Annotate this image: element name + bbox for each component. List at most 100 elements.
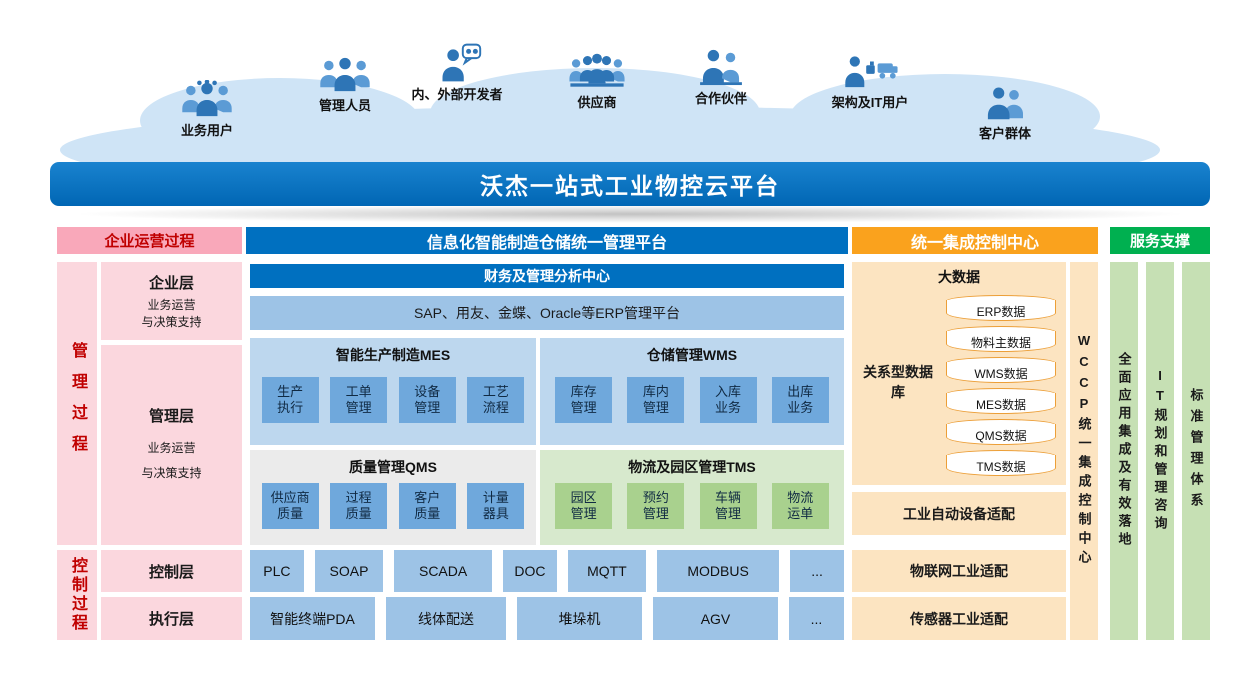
wms-title: 仓储管理WMS (646, 347, 738, 363)
qms-title: 质量管理QMS (349, 459, 437, 475)
db-cylinder: WMS数据 (946, 357, 1056, 383)
qms-section: 质量管理QMS 供应商 质量 过程 质量 客户 质量 计量 器具 (250, 450, 536, 545)
user-group-customers: 客户群体 (940, 85, 1070, 142)
tms-section: 物流及园区管理TMS 园区 管理 预约 管理 车辆 管理 物流 运单 (540, 450, 844, 545)
execution-item: 堆垛机 (517, 597, 642, 640)
mes-section: 智能生产制造MES 生产 执行 工单 管理 设备 管理 工艺 流程 (250, 338, 536, 445)
wms-box: 出库 业务 (771, 377, 829, 423)
db-label: 物料主数据 (970, 336, 1031, 350)
layer-enterprise-desc: 业务运营 与决策支持 (141, 297, 202, 329)
partners-icon (700, 49, 742, 86)
header-integration-center: 统一集成控制中心 (852, 227, 1098, 254)
managers-icon (320, 57, 370, 92)
mes-box: 生产 执行 (261, 377, 319, 423)
service-bar-integration: 全面应用集成及有效落地 (1110, 262, 1138, 640)
qms-box: 计量 器具 (467, 483, 525, 529)
user-group-label: 业务用户 (180, 123, 233, 138)
control-item: MODBUS (657, 550, 780, 592)
user-group-business-users: 业务用户 (142, 80, 272, 139)
mes-boxes: 生产 执行 工单 管理 设备 管理 工艺 流程 (250, 377, 536, 423)
mes-title: 智能生产制造MES (335, 347, 451, 363)
db-cylinder: ERP数据 (946, 295, 1056, 321)
control-item: SCADA (394, 550, 492, 592)
layer-enterprise-title: 企业层 (148, 274, 194, 292)
relational-db-label: 关系型数据库 (863, 364, 933, 400)
control-layer-row: PLC SOAP SCADA DOC MQTT MODBUS ... (250, 550, 844, 592)
header-unified-platform: 信息化智能制造仓储统一管理平台 (246, 227, 848, 254)
wms-box: 入库 业务 (699, 377, 757, 423)
header-operation-process: 企业运营过程 (57, 227, 242, 254)
adapter-iot: 物联网工业适配 (852, 550, 1066, 592)
database-stack: ERP数据 物料主数据 WMS数据 MES数据 QMS数据 TMS数据 (946, 295, 1056, 481)
qms-box: 客户 质量 (398, 483, 456, 529)
layer-management-title: 管理层 (148, 407, 194, 425)
adapter-sensor: 传感器工业适配 (852, 597, 1066, 640)
wms-section: 仓储管理WMS 库存 管理 库内 管理 入库 业务 出库 业务 (540, 338, 844, 445)
mes-box: 工单 管理 (330, 377, 388, 423)
business-users-icon (182, 80, 232, 117)
db-cylinder: TMS数据 (946, 450, 1056, 476)
layer-control: 控制层 (101, 550, 242, 592)
wms-box: 库内 管理 (627, 377, 685, 423)
banner-shadow (70, 205, 1190, 223)
tms-box: 车辆 管理 (699, 483, 757, 529)
suppliers-icon (569, 53, 625, 87)
platform-banner: 沃杰一站式工业物控云平台 (50, 162, 1210, 206)
rail-control-process: 控制过程 (57, 550, 97, 640)
tms-box: 预约 管理 (627, 483, 685, 529)
control-item: SOAP (314, 550, 384, 592)
qms-box: 过程 质量 (330, 483, 388, 529)
service-bar-standards: 标准管理体系 (1182, 262, 1210, 640)
db-label: ERP数据 (976, 305, 1026, 319)
user-group-partners: 合作伙伴 (656, 48, 786, 107)
control-item: ... (790, 550, 844, 592)
layer-management-desc: 业务运营 与决策支持 (141, 440, 202, 480)
tms-box: 园区 管理 (555, 483, 613, 529)
developers-icon (442, 43, 482, 82)
execution-item: ... (789, 597, 844, 640)
mes-box: 工艺 流程 (467, 377, 525, 423)
execution-item: AGV (653, 597, 778, 640)
db-cylinder: 物料主数据 (946, 326, 1056, 352)
qms-boxes: 供应商 质量 过程 质量 客户 质量 计量 器具 (250, 483, 536, 529)
user-group-it-users: 架构及IT用户 (805, 52, 935, 111)
control-item: PLC (250, 550, 304, 592)
header-service-support: 服务支撑 (1110, 227, 1210, 254)
architecture-it-users-icon (845, 56, 898, 88)
db-label: TMS数据 (976, 460, 1026, 474)
execution-layer-row: 智能终端PDA 线体配送 堆垛机 AGV ... (250, 597, 844, 640)
layer-execution: 执行层 (101, 597, 242, 640)
user-group-label: 内、外部开发者 (411, 87, 503, 102)
user-group-label: 合作伙伴 (694, 91, 747, 106)
mes-box: 设备 管理 (398, 377, 456, 423)
finance-analysis-bar: 财务及管理分析中心 (250, 264, 844, 288)
user-group-label: 管理人员 (318, 98, 371, 113)
service-bar-it-consulting: IT规划和管理咨询 (1146, 262, 1174, 640)
user-group-developers: 内、外部开发者 (392, 42, 522, 103)
user-group-managers: 管理人员 (280, 55, 410, 114)
wms-boxes: 库存 管理 库内 管理 入库 业务 出库 业务 (540, 377, 844, 423)
execution-item: 线体配送 (386, 597, 506, 640)
layer-enterprise: 企业层 业务运营 与决策支持 (101, 262, 242, 340)
db-label: MES数据 (975, 398, 1026, 412)
tms-box: 物流 运单 (771, 483, 829, 529)
control-item: MQTT (567, 550, 646, 592)
wccp-vertical-bar: WCCP统一集成控制中心 (1070, 262, 1098, 640)
db-cylinder: QMS数据 (946, 419, 1056, 445)
user-group-label: 供应商 (577, 95, 617, 110)
db-cylinder: MES数据 (946, 388, 1056, 414)
db-label: WMS数据 (974, 367, 1028, 381)
big-data-title: 大数据 (938, 269, 980, 285)
tms-title: 物流及园区管理TMS (628, 459, 756, 475)
user-group-suppliers: 供应商 (532, 52, 662, 111)
qms-box: 供应商 质量 (261, 483, 319, 529)
big-data-section: 大数据 关系型数据库 ERP数据 物料主数据 WMS数据 MES数据 QMS数据… (852, 262, 1066, 485)
user-group-label: 客户群体 (978, 126, 1031, 141)
wms-box: 库存 管理 (555, 377, 613, 423)
rail-management-process: 管理过程 (57, 262, 97, 545)
tms-boxes: 园区 管理 预约 管理 车辆 管理 物流 运单 (540, 483, 844, 529)
execution-item: 智能终端PDA (250, 597, 375, 640)
erp-platforms-bar: SAP、用友、金蝶、Oracle等ERP管理平台 (250, 296, 844, 330)
customers-icon (987, 87, 1023, 120)
